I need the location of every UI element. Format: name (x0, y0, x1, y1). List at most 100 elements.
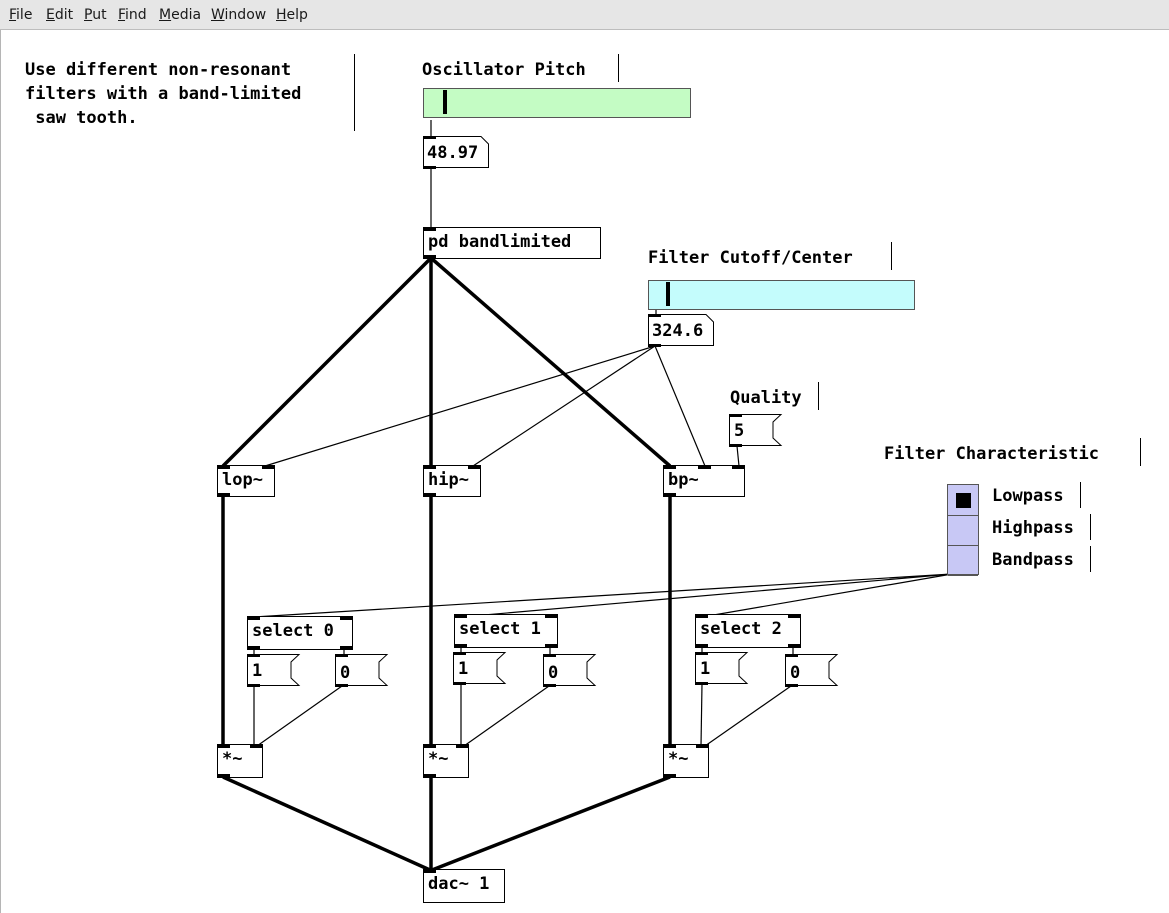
off-message-0[interactable] (335, 654, 391, 688)
select-2-inlet-right[interactable] (788, 614, 801, 618)
multiply-1-inlet-right[interactable] (456, 744, 469, 748)
multiply-1-object[interactable]: *~ (423, 744, 469, 778)
menu-edit[interactable]: Edit (46, 7, 74, 23)
wire-off0-to-mul0 (256, 685, 343, 747)
radio-cell-highpass[interactable] (948, 516, 978, 546)
multiply-0-object[interactable]: *~ (217, 744, 263, 778)
select-2-label: select 2 (700, 619, 782, 639)
menu-file[interactable]: File (9, 7, 33, 23)
patch-canvas[interactable]: Use different non-resonant filters with … (0, 30, 1169, 913)
comment-oscillator-pitch: Oscillator Pitch (422, 60, 586, 80)
radio-label-highpass: Highpass (992, 518, 1074, 538)
off-message-2[interactable] (785, 654, 841, 688)
dac-label: dac~ 1 (428, 874, 490, 894)
multiply-0-outlet[interactable] (217, 774, 230, 778)
pitch-slider-knob[interactable] (443, 90, 447, 114)
multiply-1-inlet-left[interactable] (423, 744, 436, 748)
hip-inlet-left[interactable] (423, 465, 436, 469)
radio-cell-lowpass[interactable] (948, 485, 978, 516)
select-0-outlet-right[interactable] (340, 646, 353, 650)
dac-object[interactable]: dac~ 1 (423, 869, 505, 903)
wire-quality-to-bp (736, 445, 740, 467)
select-2-object[interactable]: select 2 (695, 614, 801, 648)
select-0-inlet-right[interactable] (340, 616, 353, 620)
cutoff-slider-knob[interactable] (666, 282, 670, 306)
on-message-1-value: 1 (458, 659, 469, 679)
select-0-inlet-left[interactable] (247, 616, 260, 620)
wire-cutoff-to-hip (472, 345, 656, 467)
oscillator-pitch-slider[interactable] (423, 88, 691, 118)
wire-on2-to-mul2 (700, 683, 703, 747)
filter-cutoff-slider[interactable] (648, 280, 915, 310)
multiply-2-outlet[interactable] (663, 774, 676, 778)
menu-put[interactable]: Put (84, 7, 107, 23)
multiply-2-label: *~ (668, 749, 689, 769)
multiply-0-label: *~ (222, 749, 243, 769)
select-1-outlet-right[interactable] (545, 644, 558, 648)
filter-characteristic-radio[interactable] (947, 484, 979, 576)
lop-inlet-left[interactable] (217, 465, 230, 469)
quality-message-value: 5 (734, 421, 745, 441)
multiply-2-inlet-left[interactable] (663, 744, 676, 748)
on-message-1[interactable] (453, 652, 509, 686)
bp-object[interactable]: bp~ (663, 465, 745, 497)
select-1-outlet-left[interactable] (454, 644, 467, 648)
bp-inlet-middle[interactable] (698, 465, 711, 469)
menu-media[interactable]: Media (159, 7, 202, 23)
select-1-inlet-left[interactable] (454, 614, 467, 618)
quality-message-box[interactable] (729, 414, 785, 448)
wire-radio-to-select1 (460, 573, 953, 618)
radio-label-bandpass: Bandpass (992, 550, 1074, 570)
select-1-object[interactable]: select 1 (454, 614, 558, 648)
comment-pitch-edge (618, 54, 619, 82)
multiply-1-outlet[interactable] (423, 774, 436, 778)
hip-outlet[interactable] (423, 493, 436, 497)
select-2-inlet-left[interactable] (695, 614, 708, 618)
wire-pd-to-bp (429, 256, 672, 468)
pd-bandlimited-object[interactable]: pd bandlimited (423, 227, 601, 259)
pd-bandlimited-inlet[interactable] (423, 227, 436, 231)
pd-bandlimited-label: pd bandlimited (428, 232, 572, 252)
pd-bandlimited-outlet[interactable] (423, 255, 436, 259)
menu-find[interactable]: Find (118, 7, 147, 23)
menu-bar: File Edit Put Find Media Window Help (0, 0, 1169, 30)
lop-label: lop~ (222, 470, 263, 490)
bp-inlet-right[interactable] (732, 465, 745, 469)
bp-outlet[interactable] (663, 493, 676, 497)
lop-outlet[interactable] (217, 493, 230, 497)
off-message-1-value: 0 (548, 663, 559, 683)
select-0-object[interactable]: select 0 (247, 616, 353, 650)
patch-wires (221, 120, 953, 872)
off-message-1[interactable] (543, 654, 599, 688)
bp-inlet-left[interactable] (663, 465, 676, 469)
lop-object[interactable]: lop~ (217, 465, 275, 497)
radio-selected-mark (956, 493, 971, 508)
multiply-0-inlet-right[interactable] (250, 744, 263, 748)
menu-help[interactable]: Help (276, 7, 308, 23)
comment-filter-cutoff: Filter Cutoff/Center (648, 248, 853, 268)
on-message-0-value: 1 (252, 661, 263, 681)
on-message-0[interactable] (247, 654, 303, 688)
cutoff-number-box[interactable] (648, 314, 716, 348)
multiply-0-inlet-left[interactable] (217, 744, 230, 748)
select-1-inlet-right[interactable] (545, 614, 558, 618)
bp-label: bp~ (668, 470, 699, 490)
select-2-outlet-left[interactable] (695, 644, 708, 648)
dac-inlet[interactable] (423, 869, 436, 873)
select-0-outlet-left[interactable] (247, 646, 260, 650)
hip-object[interactable]: hip~ (423, 465, 481, 497)
radio-cell-bandpass[interactable] (948, 546, 978, 576)
pitch-number-box[interactable] (423, 136, 491, 170)
lop-inlet-right[interactable] (262, 465, 275, 469)
multiply-2-object[interactable]: *~ (663, 744, 709, 778)
on-message-2[interactable] (695, 652, 751, 686)
hip-inlet-right[interactable] (468, 465, 481, 469)
multiply-2-inlet-right[interactable] (696, 744, 709, 748)
select-2-outlet-right[interactable] (788, 644, 801, 648)
multiply-1-label: *~ (428, 749, 449, 769)
comment-filter-characteristic: Filter Characteristic (884, 444, 1099, 464)
menu-window[interactable]: Window (211, 7, 267, 23)
radio-label-lowpass: Lowpass (992, 486, 1064, 506)
wire-off1-to-mul1 (463, 685, 550, 747)
wire-cutoff-to-bp (654, 345, 706, 467)
